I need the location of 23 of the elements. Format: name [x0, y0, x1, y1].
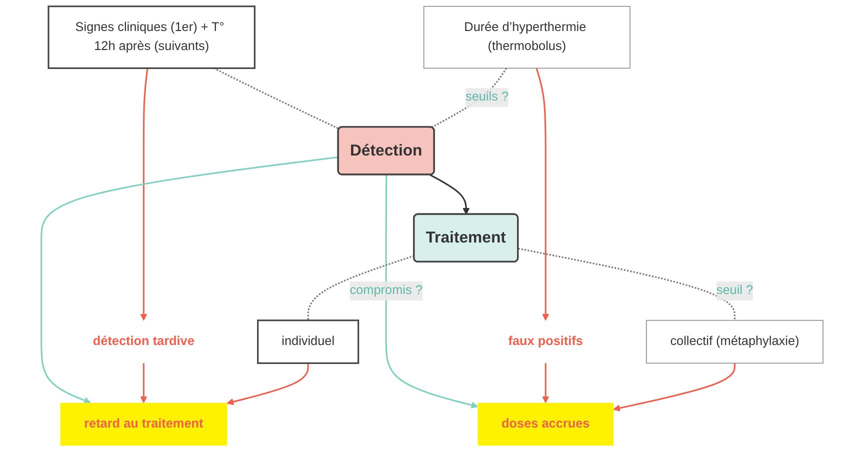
- arrow: [385, 174, 478, 408]
- arrow: [542, 363, 549, 404]
- connector: [518, 248, 736, 320]
- node-box: Signes cliniques (1er) + T° 12h après (suivants): [48, 6, 256, 69]
- node-box: Durée d’hyperthermie (thermobolus): [423, 6, 630, 69]
- arrow: [429, 174, 470, 215]
- arrow: [140, 68, 148, 321]
- node-box: retard au traitement: [60, 402, 227, 446]
- connector: [307, 255, 414, 320]
- arrow: [536, 68, 549, 321]
- node-text: détection tardive: [92, 334, 194, 348]
- node-box: collectif (métaphylaxie): [646, 320, 824, 364]
- node-box: individuel: [256, 320, 359, 364]
- arrow: [140, 363, 147, 404]
- edge-label: seuil ?: [716, 284, 753, 298]
- node-text: faux positifs: [508, 334, 583, 348]
- node-box: doses accrues: [478, 402, 614, 446]
- arrow: [40, 156, 338, 404]
- arrow: [226, 363, 309, 406]
- arrow: [612, 363, 736, 412]
- connector: [213, 67, 340, 130]
- edge-label: seuils ?: [465, 90, 508, 104]
- edge-label: compromis ?: [350, 284, 422, 298]
